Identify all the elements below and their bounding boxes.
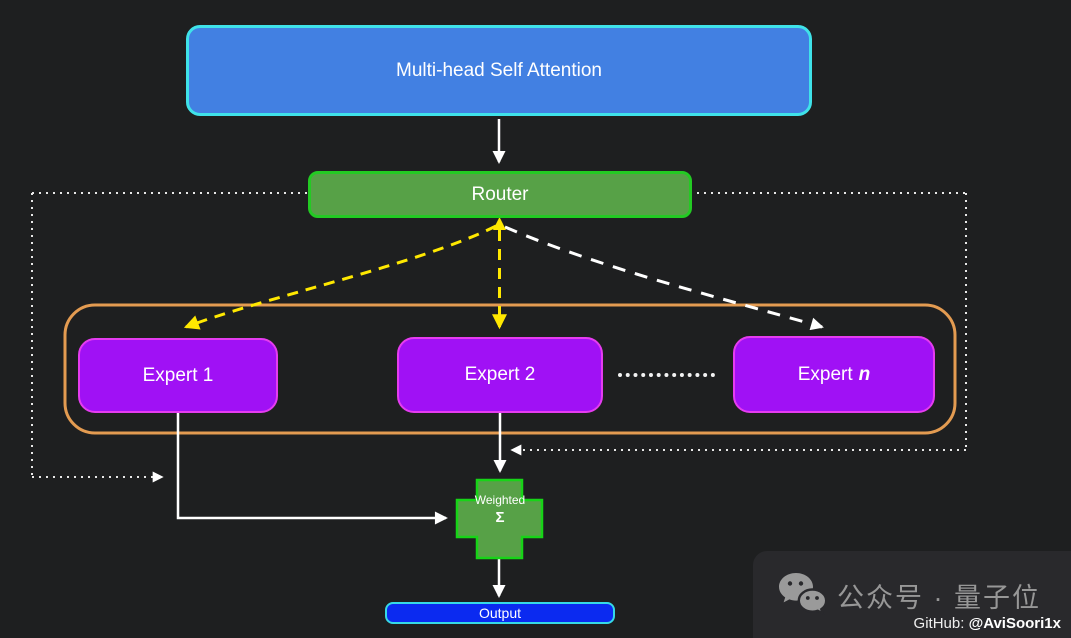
github-handle: @AviSoori1x: [968, 615, 1061, 632]
attention-label: Multi-head Self Attention: [396, 59, 602, 81]
dashed-arrow-router-to-expert1: [183, 224, 497, 330]
expert-n-label-symbol: n: [858, 363, 871, 385]
weighted-sum-label: Weighted Σ: [457, 493, 543, 526]
ellipsis-dots: [618, 373, 715, 377]
expert-n-label-prefix: Expert: [797, 363, 853, 385]
weighted-sum-text: Weighted: [474, 493, 526, 507]
dotted-skip-connection-frame: [31, 192, 967, 483]
wechat-icon: [777, 571, 828, 620]
node-expert-n: Expert n: [733, 336, 935, 413]
arrow-expert1-to-weighted-sum: [176, 413, 448, 525]
dashed-arrow-router-to-expert-n: [504, 225, 824, 331]
node-router: Router: [308, 171, 692, 218]
router-label: Router: [471, 183, 529, 205]
router-bottom-up-arrowhead: [493, 217, 506, 230]
node-output: Output: [385, 602, 615, 624]
weighted-sum-node-shape: [455, 478, 544, 560]
node-expert-1: Expert 1: [78, 338, 278, 413]
weighted-sum-sigma: Σ: [495, 509, 505, 526]
output-label: Output: [478, 605, 522, 621]
expert-2-label: Expert 2: [464, 364, 536, 385]
node-expert-2: Expert 2: [397, 337, 603, 413]
github-credit: GitHub: @AviSoori1x: [914, 615, 1061, 632]
wechat-account-text: 公众号 · 量子位: [837, 583, 1041, 613]
node-multi-head-self-attention: Multi-head Self Attention: [186, 25, 812, 116]
github-label: GitHub:: [913, 615, 969, 632]
expert-1-label: Expert 1: [142, 364, 214, 386]
watermark-panel: 公众号 · 量子位 GitHub: @AviSoori1x: [753, 551, 1071, 638]
experts-container: [63, 303, 957, 435]
